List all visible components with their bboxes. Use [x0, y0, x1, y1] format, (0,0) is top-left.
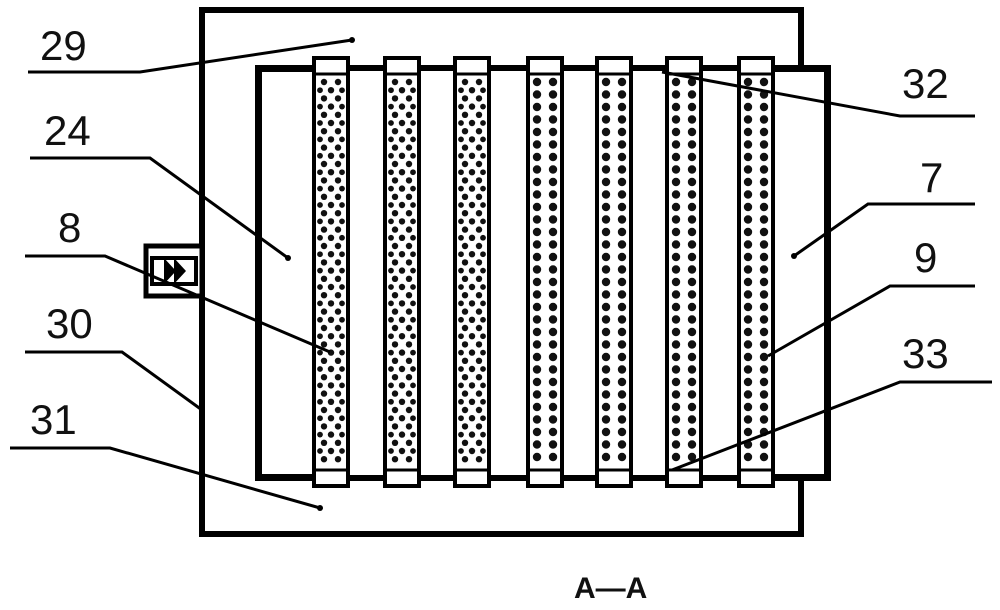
- label-30: 30: [46, 300, 93, 347]
- membrane-column: [314, 58, 348, 486]
- membrane-column: [528, 58, 562, 486]
- section-label: A—A: [574, 572, 647, 605]
- membrane-column: [739, 58, 773, 486]
- membrane-column: [455, 58, 489, 486]
- membrane-column: [667, 58, 701, 486]
- membrane-column: [385, 58, 419, 486]
- label-8: 8: [58, 204, 81, 251]
- label-32: 32: [902, 60, 949, 107]
- membrane-column: [597, 58, 631, 486]
- label-31: 31: [30, 396, 77, 443]
- label-7: 7: [920, 154, 943, 201]
- left-end-plate: [260, 70, 314, 476]
- label-9: 9: [914, 234, 937, 281]
- label-33: 33: [902, 330, 949, 377]
- label-24: 24: [44, 107, 91, 154]
- label-29: 29: [40, 22, 87, 69]
- side-connector: [146, 246, 202, 296]
